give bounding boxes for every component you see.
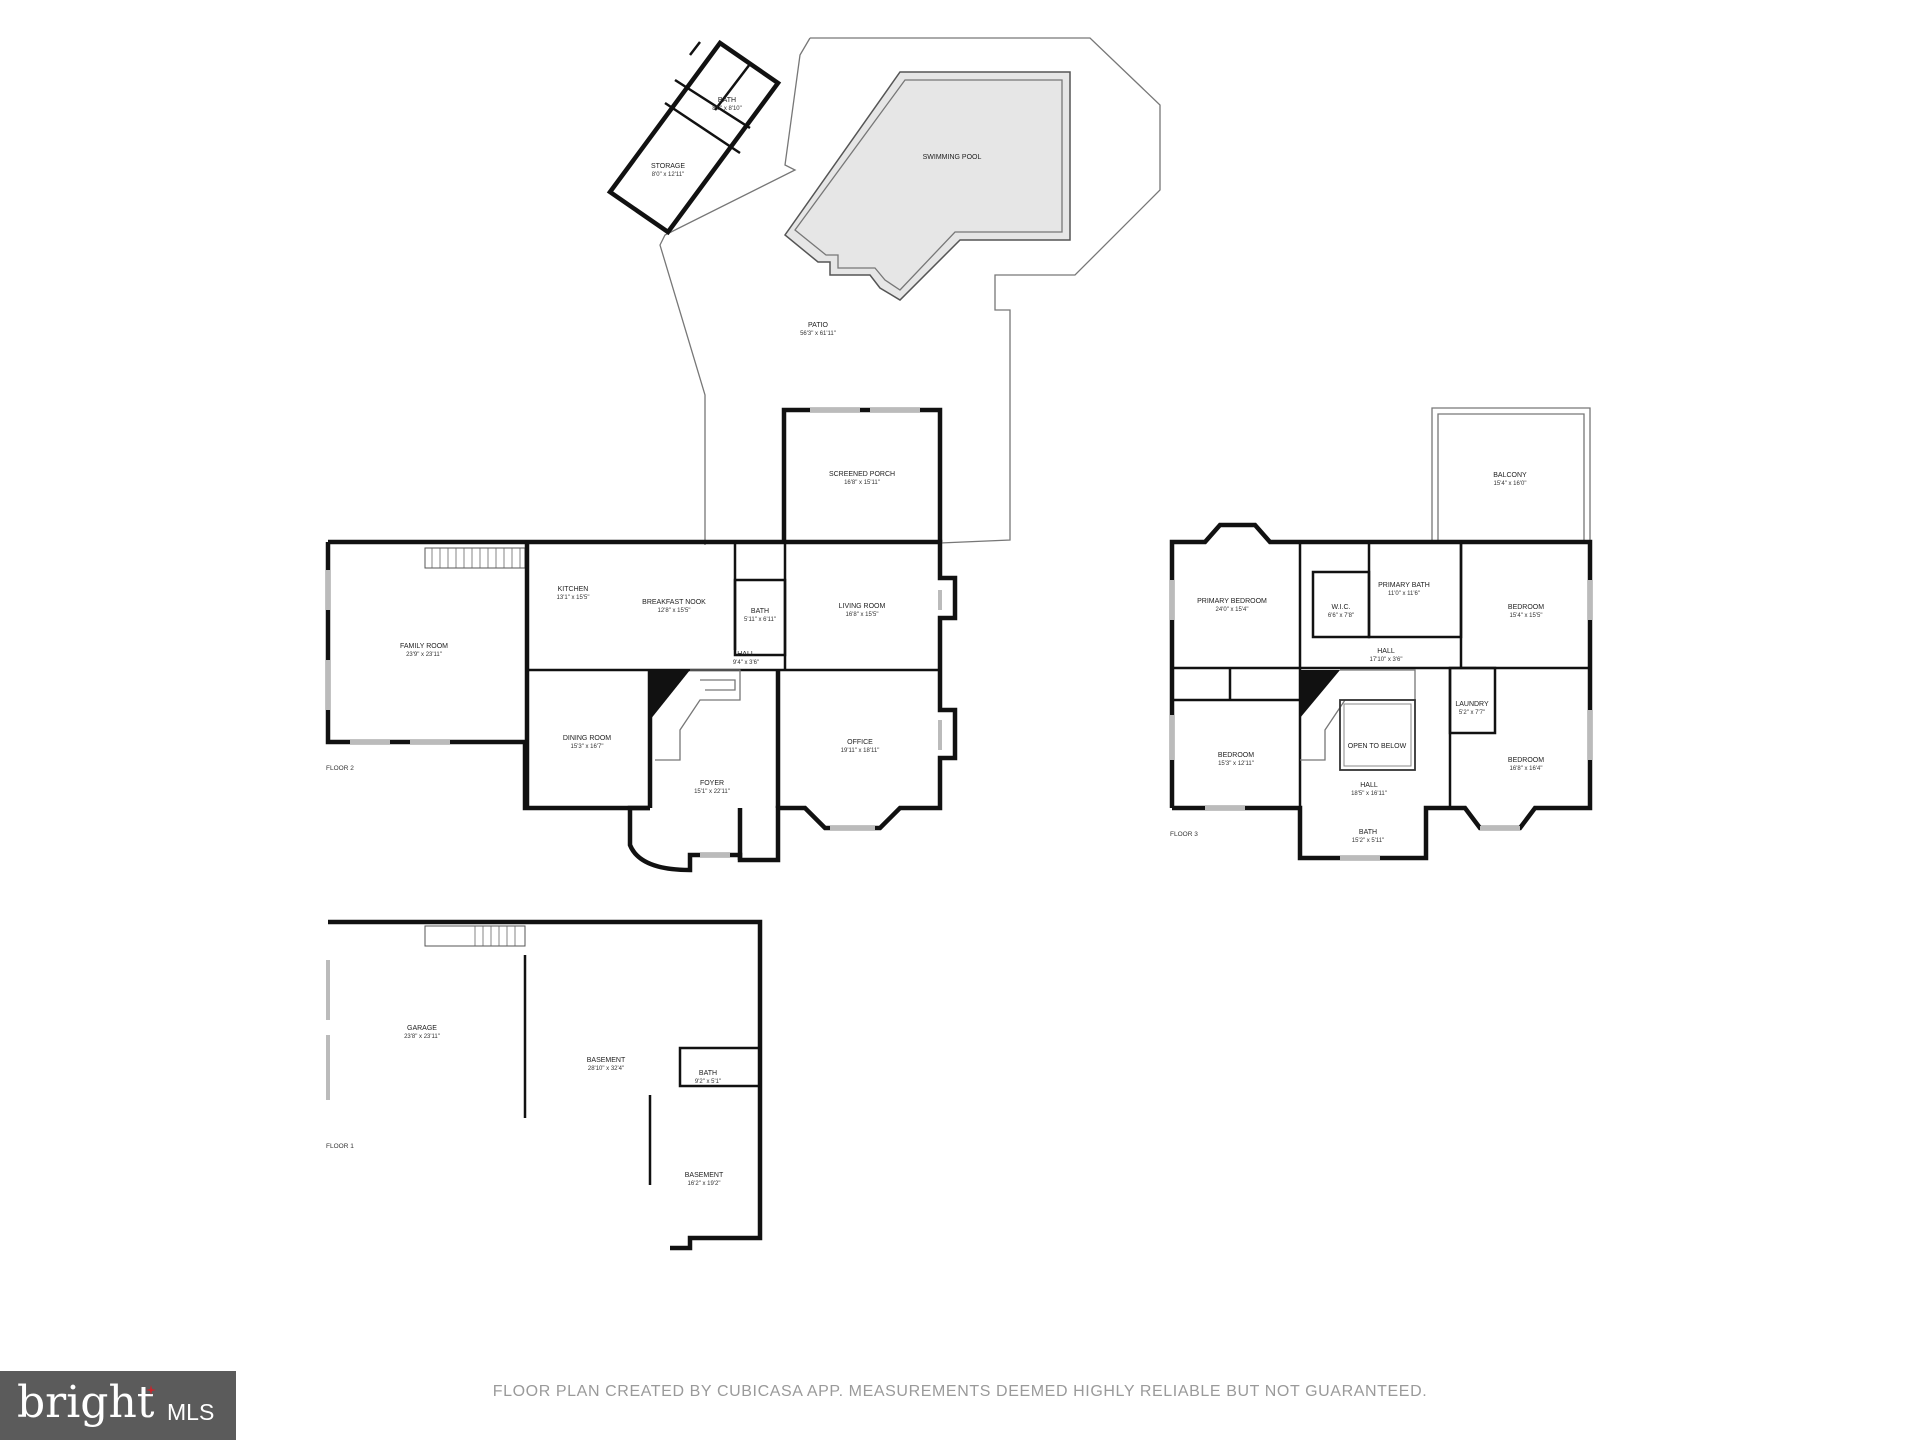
living-room-dim: 16'8" x 15'5": [846, 612, 879, 618]
bright-mls-logo: bright MLS: [0, 1371, 236, 1440]
floor-2-plan: [325, 407, 958, 873]
kitchen-label: KITCHEN: [558, 586, 589, 593]
bedroom-sw-dim: 15'3" x 12'11": [1218, 761, 1254, 767]
disclaimer-footer: FLOOR PLAN CREATED BY CUBICASA APP. MEAS…: [492, 1383, 1428, 1400]
laundry-label: LAUNDRY: [1455, 701, 1489, 708]
hall-f2-dim: 9'4" x 3'6": [733, 660, 759, 666]
family-room-label: FAMILY ROOM: [400, 643, 448, 650]
pool-label: SWIMMING POOL: [923, 154, 982, 161]
bath-shed-dim: 8'0" x 8'10": [712, 106, 742, 112]
bath-f3-dim: 15'2" x 5'11": [1352, 838, 1384, 844]
hall-f3-dim: 18'5" x 16'11": [1351, 791, 1387, 797]
logo-suffix: MLS: [167, 1399, 215, 1425]
logo-brand: bright: [17, 1377, 155, 1428]
floor-3-label: FLOOR 3: [1170, 831, 1198, 838]
open-to-below-label: OPEN TO BELOW: [1348, 743, 1407, 750]
office-label: OFFICE: [847, 739, 873, 746]
foyer-dim: 15'1" x 22'11": [694, 789, 730, 795]
basement-small-label: BASEMENT: [685, 1172, 724, 1179]
balcony-label: BALCONY: [1493, 472, 1527, 479]
bedroom-se-label: BEDROOM: [1508, 757, 1544, 764]
primary-bath-label: PRIMARY BATH: [1378, 582, 1430, 589]
bedroom-ne-dim: 15'4" x 15'5": [1510, 613, 1543, 619]
bath-f2-dim: 5'11" x 6'11": [744, 617, 776, 623]
foyer-label: FOYER: [700, 780, 724, 787]
bath-f1-dim: 9'2" x 5'1": [695, 1079, 721, 1085]
logo-spark-icon: [146, 1385, 156, 1395]
dining-room-dim: 15'3" x 16'7": [571, 744, 604, 750]
bath-f3-label: BATH: [1359, 829, 1377, 836]
patio-dim: 56'3" x 61'11": [800, 331, 836, 337]
office-dim: 19'11" x 18'11": [841, 748, 880, 754]
primary-bath-dim: 11'0" x 11'6": [1388, 591, 1420, 597]
floor-2-label: FLOOR 2: [326, 765, 354, 772]
bath-shed-label: BATH: [718, 97, 736, 104]
outdoor-area: [606, 37, 1161, 545]
hall-f3-label: HALL: [1360, 782, 1378, 789]
basement-main-dim: 28'10" x 32'4": [588, 1066, 624, 1072]
basement-main-label: BASEMENT: [587, 1057, 626, 1064]
swimming-pool: [783, 71, 1071, 301]
screened-porch-dim: 16'8" x 15'11": [844, 480, 880, 486]
patio-label: PATIO: [808, 322, 829, 329]
screened-porch-label: SCREENED PORCH: [829, 471, 895, 478]
living-room-label: LIVING ROOM: [839, 603, 886, 610]
bedroom-se-dim: 16'8" x 16'4": [1510, 766, 1543, 772]
breakfast-nook-dim: 12'8" x 15'5": [658, 608, 691, 614]
floor-3-plan: [1169, 407, 1593, 861]
bath-f2-label: BATH: [751, 608, 769, 615]
dining-room-label: DINING ROOM: [563, 735, 611, 742]
garage-dim: 23'8" x 23'11": [404, 1034, 440, 1040]
basement-small-dim: 16'2" x 19'2": [688, 1181, 721, 1187]
hall-f3-top-label: HALL: [1377, 648, 1395, 655]
hall-f3-top-dim: 17'10" x 3'6": [1370, 657, 1403, 663]
wic-label: W.I.C.: [1331, 604, 1350, 611]
floor-1-label: FLOOR 1: [326, 1143, 354, 1150]
storage-dim: 8'0" x 12'11": [652, 172, 684, 178]
wic-dim: 6'6" x 7'8": [1328, 613, 1354, 619]
bath-f1-label: BATH: [699, 1070, 717, 1077]
storage-label: STORAGE: [651, 163, 685, 170]
garage-label: GARAGE: [407, 1025, 437, 1032]
kitchen-dim: 13'1" x 15'5": [557, 595, 590, 601]
balcony-dim: 15'4" x 16'0": [1494, 481, 1527, 487]
family-room-dim: 23'9" x 23'11": [406, 652, 442, 658]
bedroom-sw-label: BEDROOM: [1218, 752, 1254, 759]
breakfast-nook-label: BREAKFAST NOOK: [642, 599, 706, 606]
floor-1-plan: [326, 919, 763, 1251]
bedroom-ne-label: BEDROOM: [1508, 604, 1544, 611]
hall-f2-label: HALL: [737, 651, 755, 658]
laundry-dim: 5'2" x 7'7": [1459, 710, 1485, 716]
primary-bedroom-label: PRIMARY BEDROOM: [1197, 598, 1267, 605]
primary-bedroom-dim: 24'0" x 15'4": [1216, 607, 1249, 613]
